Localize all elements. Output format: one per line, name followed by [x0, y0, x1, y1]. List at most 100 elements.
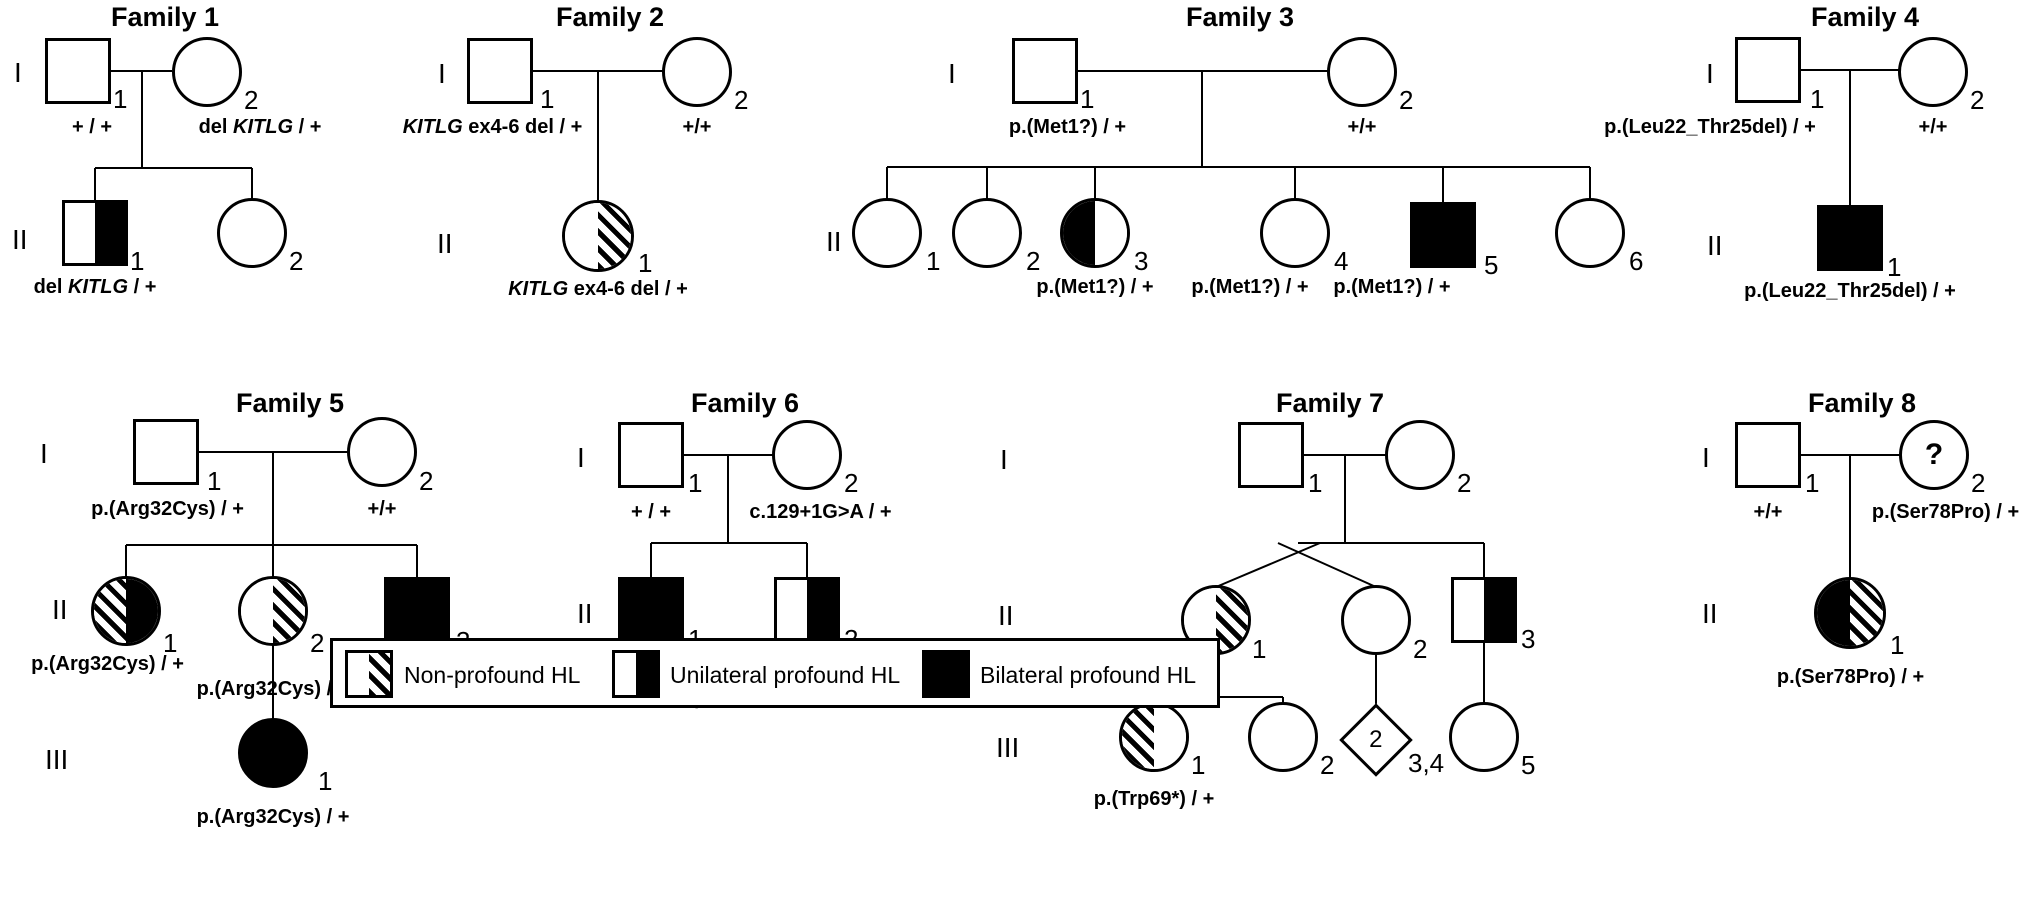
right-ear-fill	[636, 653, 657, 695]
f7-person-III-5-female-unaffected	[1449, 702, 1519, 772]
f1-generation-label-II: II	[12, 224, 28, 255]
f2-genotype-I-2: +/+	[682, 116, 712, 138]
f4-number-I-2: 2	[1970, 85, 1985, 115]
f3-genotype-I-2: +/+	[1347, 116, 1377, 138]
f5-person-I-2-female-unaffected	[347, 417, 417, 487]
f5-number-II-2: 2	[310, 628, 325, 658]
f3-genotype-II-4: p.(Met1?) / +	[1191, 276, 1309, 298]
f2-person-II-1-female-non-profound	[562, 200, 634, 272]
genotype-text: del	[198, 116, 234, 138]
f6-genotype-I-2: c.129+1G>A / +	[749, 501, 892, 523]
f3-generation-label-I: I	[948, 58, 956, 89]
f1-person-II-2-female-unaffected	[217, 198, 287, 268]
f4-person-I-2-female-unaffected	[1898, 37, 1968, 107]
right-ear-fill	[1484, 580, 1514, 640]
f7-person-II-2-female-unaffected	[1341, 585, 1411, 655]
f6-person-II-2-male-unilateral-profound	[774, 577, 840, 643]
family-4-title: Family 4	[1810, 2, 1920, 32]
f6-genotype-I-1: + / +	[630, 501, 672, 523]
family-6-lines	[650, 454, 808, 580]
f1-person-II-1-male-unilateral-profound	[62, 200, 128, 266]
f3-generation-label-II: II	[826, 226, 842, 257]
left-ear-fill	[1454, 580, 1484, 640]
f2-person-I-1-male-unaffected	[467, 38, 533, 104]
f6-number-I-1: 1	[688, 468, 703, 498]
f8-genotype-I-1: +/+	[1753, 501, 1783, 523]
f5-generation-label-III: III	[45, 744, 69, 775]
left-ear-fill	[348, 653, 369, 695]
f4-genotype-I-1: p.(Leu22_Thr25del) / +	[1604, 116, 1816, 138]
f8-number-I-2: 2	[1971, 468, 1986, 498]
unknown-status-mark: ?	[1924, 438, 1944, 471]
right-ear-fill	[369, 653, 390, 695]
genotype-text: / +	[293, 116, 322, 138]
f3-number-II-1: 1	[926, 246, 941, 276]
legend-unilateral-profound-icon	[612, 650, 660, 698]
right-ear-fill	[95, 203, 125, 263]
f2-number-I-2: 2	[734, 85, 749, 115]
f6-number-I-2: 2	[844, 468, 859, 498]
f4-genotype-II-1: p.(Leu22_Thr25del) / +	[1744, 280, 1956, 302]
f5-genotype-II-2: p.(Arg32Cys) / +	[196, 678, 350, 700]
f2-genotype-I-1: KITLG ex4-6 del / +	[375, 116, 610, 139]
f2-generation-label-II: II	[437, 228, 453, 259]
family-2-lines	[531, 70, 664, 203]
f6-person-II-1-male-bilateral-profound	[618, 577, 684, 643]
f7-number-III-3-4: 3,4	[1408, 748, 1445, 778]
f7-number-II-2: 2	[1413, 634, 1428, 664]
genotype-text: ex4-6 del / +	[568, 278, 688, 300]
f7-number-I-1: 1	[1308, 468, 1323, 498]
family-3-lines	[886, 70, 1591, 205]
f6-generation-label-I: I	[577, 442, 585, 473]
gene-symbol: KITLG	[68, 276, 129, 298]
f1-number-I-1: 1	[113, 84, 128, 114]
family-1-lines	[94, 70, 253, 203]
f1-person-I-1-male-unaffected	[45, 38, 111, 104]
f1-number-II-1: 1	[130, 246, 145, 276]
f1-genotype-I-2: del KITLG / +	[160, 116, 360, 139]
f8-genotype-II-1: p.(Ser78Pro) / +	[1776, 666, 1925, 688]
f3-person-II-4-female-unaffected	[1260, 198, 1330, 268]
f4-generation-label-II: II	[1707, 230, 1723, 261]
left-ear-fill	[1817, 580, 1850, 646]
f2-number-I-1: 1	[540, 84, 555, 114]
f2-person-I-2-female-unaffected	[662, 37, 732, 107]
f1-generation-label-I: I	[14, 57, 22, 88]
genotype-text: ex4-6 del / +	[462, 116, 583, 138]
f7-number-II-1: 1	[1252, 634, 1267, 664]
f7-person-III-2-female-unaffected	[1248, 702, 1318, 772]
f7-person-I-2-female-unaffected	[1385, 420, 1455, 490]
family-8-lines	[1799, 454, 1901, 580]
f1-number-II-2: 2	[289, 246, 304, 276]
family-1-title: Family 1	[110, 2, 220, 32]
f7-generation-label-II: II	[998, 600, 1014, 631]
f5-genotype-II-1: p.(Arg32Cys) / +	[31, 653, 184, 675]
left-ear-fill	[565, 203, 598, 269]
f4-generation-label-I: I	[1706, 58, 1714, 89]
f3-number-II-5: 5	[1484, 250, 1499, 280]
f7-number-III-1: 1	[1191, 750, 1206, 780]
f8-generation-label-I: I	[1702, 442, 1710, 473]
f5-person-II-3-male-bilateral-profound	[384, 577, 450, 643]
family-5-lines	[125, 451, 418, 721]
f1-genotype-I-1: + / +	[71, 116, 113, 138]
f3-number-II-4: 4	[1334, 246, 1349, 276]
f1-person-I-2-female-unaffected	[172, 37, 242, 107]
f7-number-I-2: 2	[1457, 468, 1472, 498]
f7-number-II-3: 3	[1521, 624, 1536, 654]
f5-genotype-I-2: +/+	[367, 498, 397, 520]
f8-number-II-1: 1	[1890, 630, 1905, 660]
left-ear-fill	[615, 653, 636, 695]
f5-generation-label-II: II	[52, 594, 68, 625]
f5-number-II-1: 1	[163, 628, 178, 658]
f7-person-I-1-male-unaffected	[1238, 422, 1304, 488]
genotype-text: del	[33, 276, 69, 298]
family-5-title: Family 5	[235, 388, 345, 418]
f5-person-III-1-female-bilateral-profound	[238, 718, 308, 788]
f1-number-I-2: 2	[244, 85, 259, 115]
f3-genotype-I-1: p.(Met1?) / +	[1008, 116, 1127, 138]
f5-person-II-2-female-non-profound	[238, 576, 308, 646]
genotype-text: / +	[128, 276, 157, 298]
f4-number-I-1: 1	[1810, 84, 1825, 114]
